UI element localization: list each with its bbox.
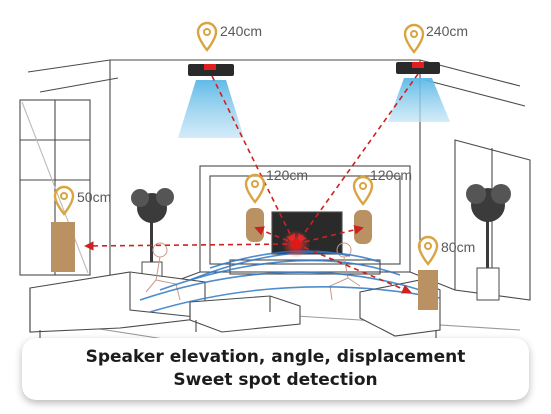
sweet-spot-marker [282, 230, 310, 258]
sound-waves [139, 250, 441, 313]
plant-left [131, 188, 174, 285]
speaker-front-left [246, 208, 264, 242]
caption-line-1: Speaker elevation, angle, displacement [85, 347, 466, 367]
person-right [329, 242, 361, 301]
label-ceiling-left: 240cm [220, 23, 262, 39]
label-front-left: 120cm [266, 167, 308, 183]
location-pin-icon [244, 173, 266, 204]
furniture [29, 271, 441, 342]
label-ceiling-right: 240cm [426, 23, 468, 39]
location-pin-icon [403, 23, 425, 54]
location-pin-icon [352, 175, 374, 206]
plant-right [466, 184, 511, 301]
location-pin-icon [417, 235, 439, 266]
speaker-side-left [51, 222, 75, 272]
measurement-lines [84, 73, 419, 294]
ceiling-speaker-right [388, 62, 450, 122]
label-front-right: 120cm [370, 167, 412, 183]
caption-line-2: Sweet spot detection [173, 370, 378, 390]
location-pin-icon [196, 21, 218, 52]
speaker-front-right [354, 210, 372, 244]
label-side-left: 50cm [77, 189, 111, 205]
location-pin-icon [53, 185, 75, 216]
ceiling-speaker-left [178, 64, 244, 138]
speaker-side-right [418, 270, 438, 310]
caption-box: Speaker elevation, angle, displacement S… [22, 338, 529, 400]
label-side-right: 80cm [441, 239, 475, 255]
